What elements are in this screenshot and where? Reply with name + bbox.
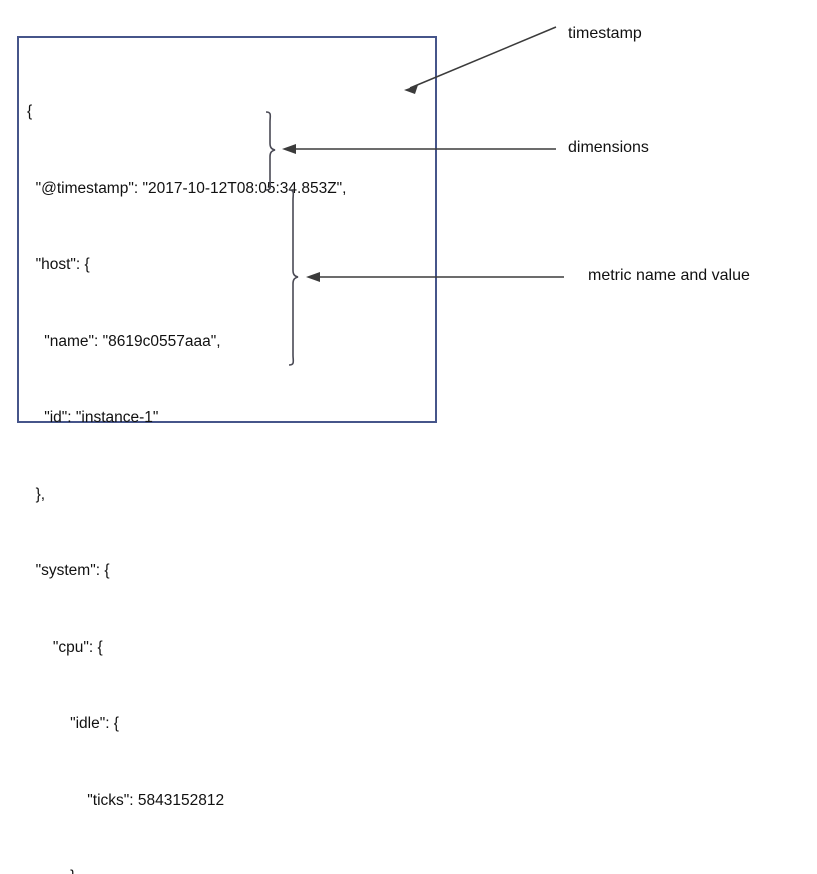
json-line-idle-close: },: [27, 864, 427, 874]
json-line: {: [27, 103, 33, 120]
annotation-label-timestamp: timestamp: [568, 25, 642, 42]
json-code-block: { "@timestamp": "2017-10-12T08:05:34.853…: [27, 48, 427, 874]
json-document-box: [17, 36, 437, 423]
json-line-host-name: "name": "8619c0557aaa",: [27, 332, 221, 350]
json-line-timestamp: "@timestamp": "2017-10-12T08:05:34.853Z"…: [27, 179, 347, 197]
json-line-ticks: "ticks": 5843152812: [27, 791, 225, 809]
json-line-cpu-open: "cpu": {: [27, 638, 103, 656]
json-line-system-open: "system": {: [27, 562, 110, 579]
annotation-label-dimensions: dimensions: [568, 139, 649, 156]
json-line-host-close: },: [27, 485, 46, 503]
json-line-host-open: "host": {: [27, 256, 90, 273]
annotation-label-metric: metric name and value: [588, 267, 750, 284]
diagram-canvas: { "@timestamp": "2017-10-12T08:05:34.853…: [17, 25, 750, 874]
json-line-host-id: "id": "instance-1": [27, 409, 159, 426]
json-line-idle-open: "idle": {: [27, 715, 119, 732]
